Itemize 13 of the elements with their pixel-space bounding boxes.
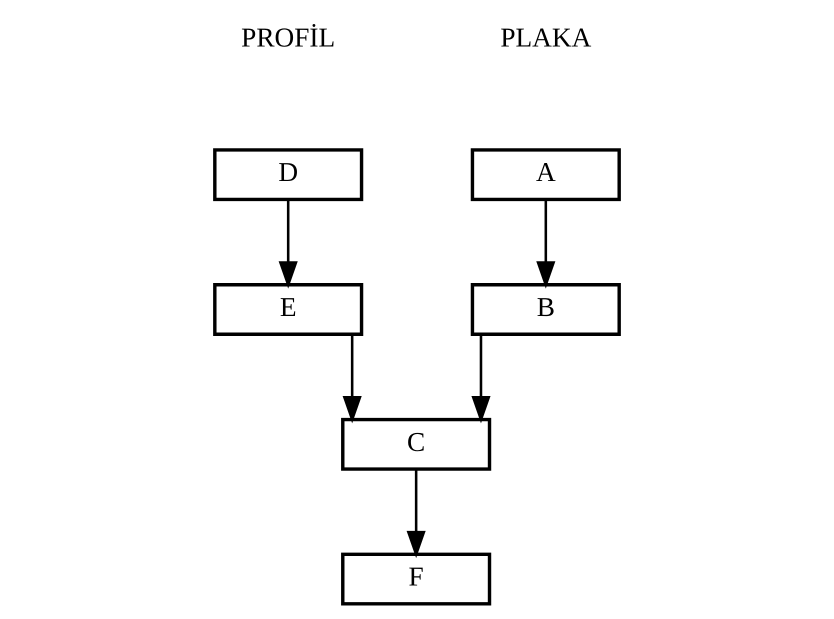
arrow [342,334,362,424]
arrow [278,200,298,289]
label: PLAKA [500,22,592,52]
label: PROFİL [241,22,336,52]
node-box: D [213,148,364,202]
node-box: E [213,283,364,336]
node-box: C [341,418,492,471]
node-box: F [341,552,492,606]
arrow [471,334,491,424]
node-box: B [470,283,621,336]
arrow [406,470,426,558]
arrow [536,200,556,289]
node-box: A [470,148,621,202]
